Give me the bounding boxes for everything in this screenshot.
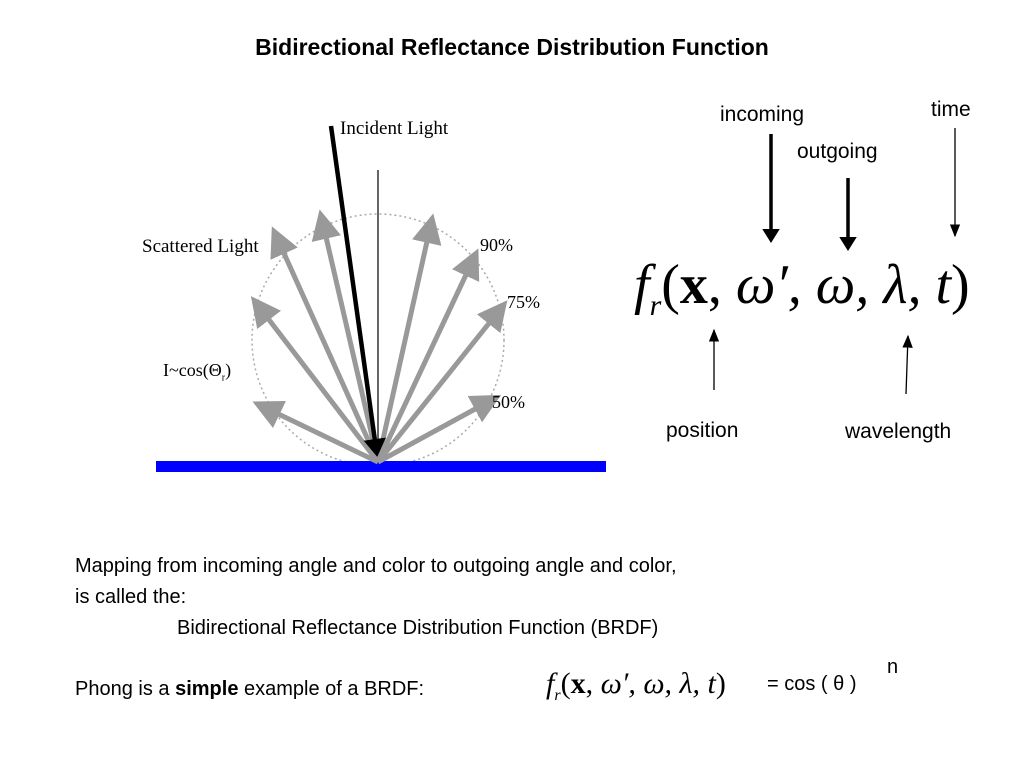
brdf-name-line: Bidirectional Reflectance Distribution F… [177,617,659,639]
incident-light-label: Incident Light [340,118,449,139]
position-label: position [666,419,739,442]
wavelength-arrow [902,334,913,395]
percent-90-label: 90% [480,235,513,255]
description-line-1: Mapping from incoming angle and color to… [75,555,677,577]
scatter-arrow-8 [376,394,502,465]
scatter-arrow-2 [250,296,380,464]
scatter-arrow-3 [252,401,380,465]
percent-75-label: 75% [507,292,540,312]
page-title: Bidirectional Reflectance Distribution F… [255,34,769,60]
percent-50-label: 50% [492,392,525,412]
scattered-light-label: Scattered Light [142,236,259,257]
surface-bar [156,461,606,472]
scatter-arrow-7 [376,300,508,464]
brdf-formula: fr(x, ω′, ω, λ, t) [634,254,970,323]
incoming-label: incoming [720,103,805,126]
intensity-label: I~cos(Θr) [163,360,232,384]
brdf-formula-small: fr(x, ω′, ω, λ, t) [546,667,726,704]
lobe-outline [251,213,505,467]
phong-exponent: n [887,656,899,678]
incident-arrow [328,125,386,457]
outgoing-label: outgoing [797,140,878,163]
phong-line: Phong is a simple example of a BRDF: [75,678,425,700]
description-line-2: is called the: [75,586,187,608]
scatter-arrow-1 [270,226,381,464]
wavelength-label: wavelength [845,420,952,443]
scatter-arrow-5 [375,213,442,463]
scatter-arrow-6 [375,248,480,464]
scatter-arrow-4 [311,209,381,463]
phong-rhs: = cos ( θ ) [767,673,857,695]
time-label: time [931,98,971,121]
